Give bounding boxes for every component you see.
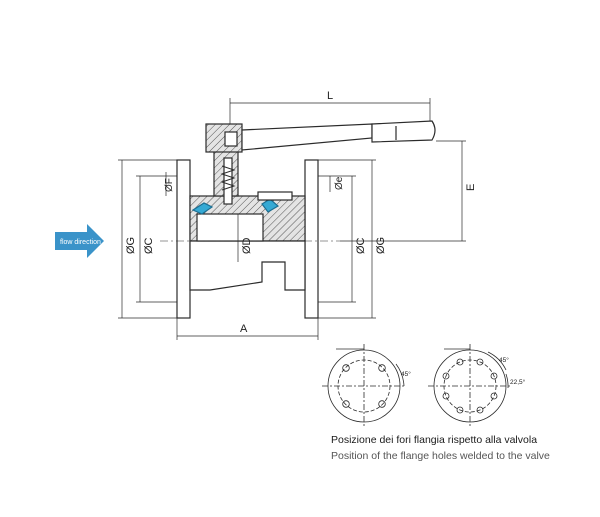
dim-l: L: [327, 90, 333, 102]
neck-ring: [257, 191, 293, 201]
flow-direction-arrow: flow direction: [55, 224, 104, 258]
spring: [220, 165, 236, 191]
flange-pattern-4-holes: [322, 344, 406, 428]
right-angle-22-5: 22,5°: [510, 378, 526, 386]
dimension-lines: [118, 98, 466, 340]
caption-italian: Posizione dei fori flangia rispetto alla…: [331, 434, 538, 446]
body-lower: [189, 240, 306, 291]
handle-grip: [371, 120, 436, 143]
seat-right: [261, 198, 280, 213]
dim-f: ØF: [164, 178, 175, 192]
flange-pattern-8-holes: [428, 344, 512, 428]
handle-nut: [224, 131, 238, 147]
right-flange: [304, 159, 319, 319]
bore: [196, 213, 264, 242]
handle-lever: [241, 123, 373, 151]
left-flange: [176, 159, 191, 319]
caption-english: Position of the flange holes welded to t…: [331, 450, 550, 462]
dim-d: ØD: [241, 237, 253, 254]
dim-c-left: ØC: [143, 237, 155, 254]
seat-left: [191, 202, 214, 215]
dim-e: E: [465, 184, 477, 191]
dim-e-small: Øe: [334, 176, 345, 190]
flow-direction-label: flow direction: [60, 239, 101, 246]
left-angle-45: 45°: [401, 370, 411, 378]
right-angle-45: 45°: [499, 356, 509, 364]
dim-g-left: ØG: [125, 237, 137, 254]
dim-a: A: [240, 323, 248, 335]
flow-arrow-icon: [55, 224, 104, 258]
valve-body: [176, 120, 436, 319]
dim-c-right: ØC: [355, 237, 367, 254]
dim-g-right: ØG: [375, 237, 387, 254]
